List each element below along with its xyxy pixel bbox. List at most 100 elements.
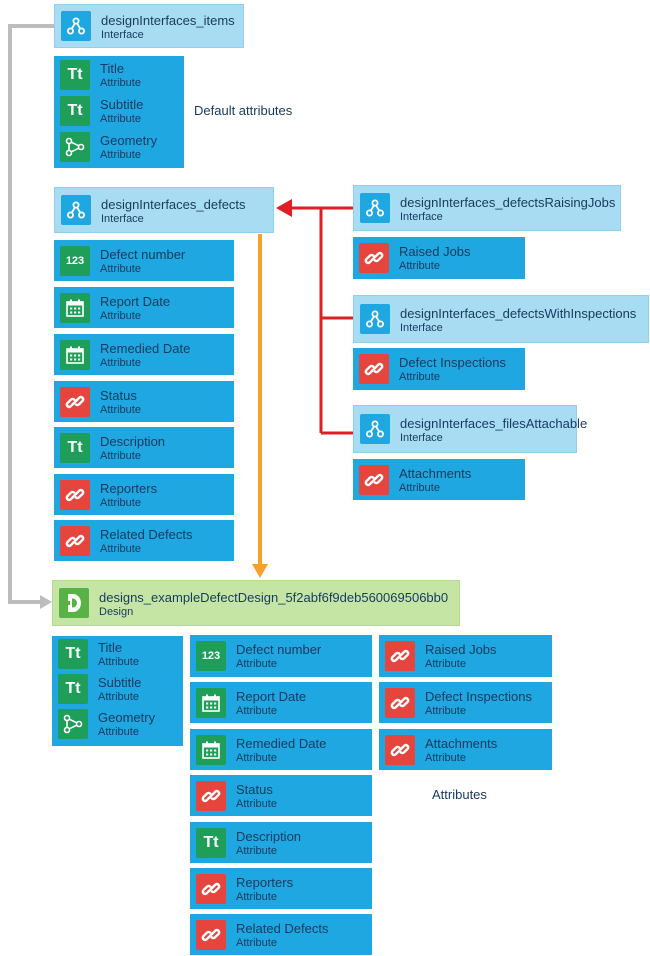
attribute-row-subtitle[interactable]: Tt Subtitle Attribute	[52, 671, 183, 707]
interface-name: designInterfaces_items	[101, 13, 235, 28]
geometry-icon	[60, 131, 90, 162]
design-attribute-defect-inspections[interactable]: Defect Inspections Attribute	[379, 682, 552, 723]
attribute-row-geometry[interactable]: Geometry Attribute	[52, 706, 183, 742]
attribute-type: Attribute	[236, 658, 277, 670]
attribute-name: Defect number	[236, 642, 322, 657]
link-icon	[359, 354, 389, 384]
calendar-icon	[196, 687, 226, 718]
attribute-name: Raised Jobs	[425, 642, 497, 657]
calendar-icon	[196, 734, 226, 765]
attribute-type: Attribute	[100, 76, 141, 89]
text-attribute-icon: Tt	[58, 639, 88, 669]
arrowhead-orange	[252, 564, 268, 578]
inherit-connector-gray	[8, 24, 54, 604]
link-icon	[60, 479, 90, 510]
design-default-attributes-panel: Tt Title Attribute Tt Subtitle Attribute…	[52, 636, 183, 746]
attribute-name: Remedied Date	[100, 340, 191, 356]
items-interface-header[interactable]: designInterfaces_items Interface	[54, 4, 244, 48]
text-attribute-icon: Tt	[60, 432, 90, 463]
link-icon	[359, 464, 389, 495]
attribute-name: Subtitle	[100, 96, 144, 112]
design-attribute-description[interactable]: Tt Description Attribute	[190, 822, 372, 863]
design-attribute-related-defects[interactable]: Related Defects Attribute	[190, 914, 372, 955]
defect-attribute-remedied-date[interactable]: Remedied Date Attribute	[54, 334, 234, 375]
design-attribute-report-date[interactable]: Report Date Attribute	[190, 682, 372, 723]
attribute-type: Attribute	[236, 844, 277, 857]
default-attributes-note: Default attributes	[194, 103, 293, 118]
design-attribute-raised-jobs[interactable]: Raised Jobs Attribute	[379, 635, 552, 677]
files-interface-header[interactable]: designInterfaces_filesAttachable Interfa…	[353, 405, 587, 453]
attribute-row-title[interactable]: Tt Title Attribute	[52, 636, 183, 672]
arrowhead-red	[276, 199, 292, 217]
attribute-name: Report Date	[100, 293, 171, 309]
design-attribute-attachments[interactable]: Attachments Attribute	[379, 729, 552, 770]
defect-attribute-status[interactable]: Status Attribute	[54, 381, 234, 422]
defect-attribute-defect-number[interactable]: 123 Defect number Attribute	[54, 240, 234, 281]
raising-jobs-interface-header[interactable]: designInterfaces_defectsRaisingJobs Inte…	[353, 185, 621, 231]
calendar-icon	[60, 292, 90, 323]
attribute-name: Defect Inspections	[425, 688, 532, 704]
design-attribute-status[interactable]: Status Attribute	[190, 775, 372, 816]
design-attribute-remedied-date[interactable]: Remedied Date Attribute	[190, 729, 372, 770]
inspections-interface-header[interactable]: designInterfaces_defectsWithInspections …	[353, 295, 649, 343]
design-name: designs_exampleDefectDesign_5f2abf6f9deb…	[99, 590, 449, 605]
design-type: Design	[99, 606, 134, 618]
calendar-icon	[60, 339, 90, 370]
attribute-name: Description	[236, 828, 302, 844]
link-icon	[385, 641, 415, 671]
interface-icon	[360, 193, 390, 223]
attribute-name: Raised Jobs	[399, 244, 471, 259]
geometry-icon	[58, 709, 88, 739]
attribute-type: Attribute	[236, 751, 277, 764]
attribute-type: Attribute	[236, 704, 277, 717]
interface-type: Interface	[400, 432, 443, 444]
attribute-name: Attachments	[425, 735, 498, 751]
interface-icon	[360, 304, 390, 334]
design-attribute-defect-number[interactable]: 123 Defect number Attribute	[190, 635, 372, 677]
interface-name: designInterfaces_defects	[101, 197, 246, 212]
design-header[interactable]: designs_exampleDefectDesign_5f2abf6f9deb…	[52, 580, 460, 626]
text-attribute-icon: Tt	[58, 674, 88, 704]
defect-attribute-report-date[interactable]: Report Date Attribute	[54, 287, 234, 328]
attribute-name: Defect number	[100, 246, 186, 262]
interface-name: designInterfaces_defectsWithInspections	[400, 306, 637, 321]
attribute-type: Attribute	[100, 356, 141, 369]
text-attribute-icon: Tt	[60, 59, 90, 90]
attribute-name: Geometry	[100, 132, 158, 148]
link-icon	[60, 525, 90, 556]
attribute-name: Defect Inspections	[399, 355, 506, 370]
attribute-type: Attribute	[100, 496, 141, 509]
interface-type: Interface	[400, 322, 443, 334]
attribute-defect-inspections[interactable]: Defect Inspections Attribute	[353, 348, 525, 390]
defect-attribute-related-defects[interactable]: Related Defects Attribute	[54, 520, 234, 561]
attribute-name: Related Defects	[100, 526, 193, 542]
attribute-name: Subtitle	[98, 675, 142, 690]
link-icon	[385, 734, 415, 765]
interface-icon	[61, 11, 91, 41]
attribute-type: Attribute	[98, 691, 139, 703]
defects-interface-header[interactable]: designInterfaces_defects Interface	[54, 187, 274, 233]
attribute-row-geometry[interactable]: Geometry Attribute	[54, 128, 184, 165]
interface-type: Interface	[101, 29, 144, 41]
attribute-type: Attribute	[399, 260, 440, 272]
attribute-attachments[interactable]: Attachments Attribute	[353, 459, 525, 500]
attribute-row-subtitle[interactable]: Tt Subtitle Attribute	[54, 92, 184, 129]
text-attribute-icon: Tt	[60, 95, 90, 126]
attribute-type: Attribute	[100, 309, 141, 322]
attribute-type: Attribute	[100, 148, 141, 161]
attribute-name: Reporters	[236, 874, 294, 890]
attribute-type: Attribute	[236, 797, 277, 810]
interface-name: designInterfaces_filesAttachable	[400, 416, 588, 431]
interface-icon	[61, 195, 91, 225]
attribute-raised-jobs[interactable]: Raised Jobs Attribute	[353, 237, 525, 279]
attribute-name: Report Date	[236, 688, 307, 704]
defect-attribute-description[interactable]: Tt Description Attribute	[54, 427, 234, 468]
attribute-type: Attribute	[100, 542, 141, 555]
interface-type: Interface	[400, 211, 443, 223]
attribute-row-title[interactable]: Tt Title Attribute	[54, 56, 184, 93]
interface-icon	[360, 414, 390, 444]
design-attribute-reporters[interactable]: Reporters Attribute	[190, 868, 372, 909]
defect-attribute-reporters[interactable]: Reporters Attribute	[54, 474, 234, 515]
attribute-type: Attribute	[425, 704, 466, 717]
